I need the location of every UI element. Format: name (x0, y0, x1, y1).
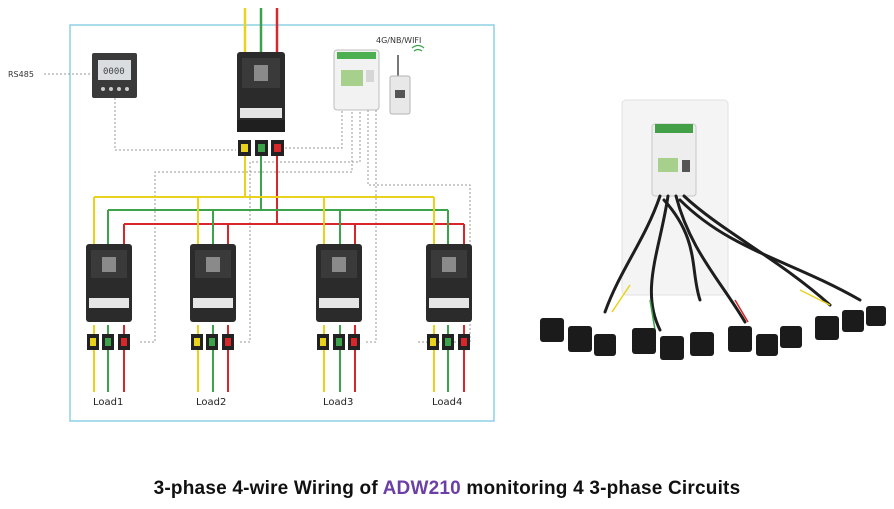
display-meter: 0000 (92, 53, 137, 98)
feeder-3 (316, 197, 362, 392)
wifi-icon (411, 44, 425, 52)
load-2-label: Load2 (196, 397, 226, 408)
main-incoming-wires (243, 8, 279, 58)
svg-text:0000: 0000 (103, 67, 125, 77)
caption-product-name: ADW210 (382, 478, 461, 499)
rs485-label: RS485 (8, 70, 34, 79)
ct-signal-lines (140, 110, 471, 343)
cabinet-enclosure (69, 24, 495, 422)
main-breaker (237, 52, 285, 132)
feeder-1 (86, 197, 132, 392)
main-current-transformers (238, 140, 284, 156)
load-4-label: Load4 (432, 397, 462, 408)
gateway-module (389, 55, 411, 115)
feeder-4 (426, 197, 472, 392)
caption-prefix: 3-phase 4-wire Wiring of (153, 478, 383, 499)
load-1-label: Load1 (93, 397, 123, 408)
product-photo (540, 99, 886, 360)
display-signal-link (114, 98, 236, 151)
wireless-label: 4G/NB/WIFI (376, 36, 421, 45)
caption-suffix: monitoring 4 3-phase Circuits (460, 478, 741, 499)
load-3-label: Load3 (323, 397, 353, 408)
busbars (94, 156, 464, 225)
feeder-2 (190, 197, 236, 392)
figure-caption: 3-phase 4-wire Wiring of ADW210 monitori… (0, 478, 894, 500)
adw210-meter (333, 49, 380, 111)
